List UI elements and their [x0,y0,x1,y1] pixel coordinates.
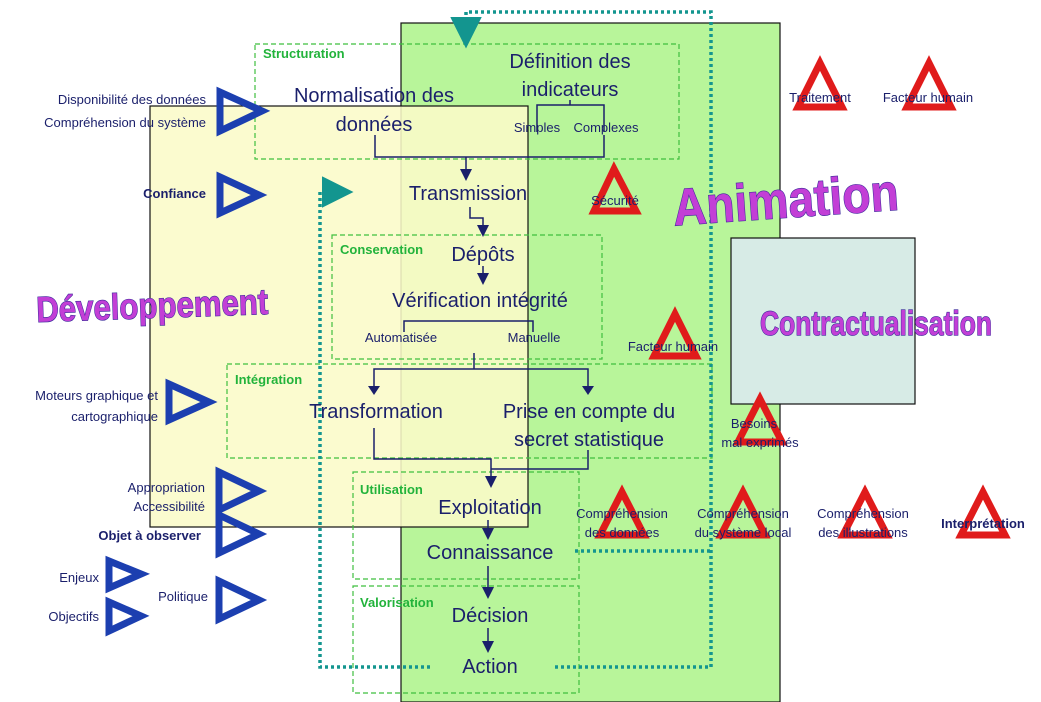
risk-triangle-icon [588,161,642,215]
arrow-transformation-exploitation [373,428,497,488]
feedback-loop-bottom [318,176,430,669]
label-moteurs-line2: cartographique [71,409,158,424]
zone-label-integration: Intégration [235,372,302,387]
label-disponibilite: Disponibilité des données [58,92,207,107]
zone-label-valorisation: Valorisation [360,595,434,610]
process-definition-line1: Définition des [509,51,630,73]
process-manuelle: Manuelle [508,330,561,345]
process-decision: Décision [452,605,529,627]
positive-triangle-icon [215,509,268,559]
process-verification: Vérification intégrité [392,290,568,312]
zone-conservation [331,234,603,360]
label-appropriation: Appropriation [128,480,205,495]
risk-label-securite: Sécurité [591,193,639,208]
risk-label-besoins-line1: Besoins [731,416,778,431]
risk-triangle-icon [648,306,702,360]
label-objet: Objet à observer [98,528,201,543]
positive-triangle-icon [216,86,271,137]
zone-label-structuration: Structuration [263,46,345,61]
risk-triangle-icon [732,391,788,446]
process-prise-line1: Prise en compte du [503,401,675,423]
label-moteurs-line1: Moteurs graphique et [35,388,158,403]
zone-label-utilisation: Utilisation [360,482,423,497]
risk-label-comp-systeme-line2: du système local [695,525,792,540]
big-label-developpement: Développement [36,281,269,330]
process-transformation: Transformation [309,401,443,423]
risk-triangle-icon [715,484,771,539]
process-connaissance: Connaissance [427,542,554,564]
arrow-head-transformation [368,386,380,395]
process-prise-line2: secret statistique [514,429,664,451]
risk-label-facteur-humain-mid: Facteur humain [628,339,718,354]
risk-triangle-icon [792,55,848,111]
process-exploitation: Exploitation [438,497,541,519]
process-simples: Simples [514,120,561,135]
process-complexes: Complexes [573,120,639,135]
risk-label-comp-illustrations-line2: des illustrations [818,525,908,540]
big-label-contractualisation: Contractualisation [760,305,992,343]
contractualisation-box [730,237,916,405]
risk-label-traitement: Traitement [789,90,851,105]
label-confiance: Confiance [143,186,206,201]
process-definition-line2: indicateurs [522,79,619,101]
process-automatisee: Automatisée [365,330,437,345]
risk-triangle-icon [837,484,893,539]
link-secret-exploitation [491,450,589,470]
positive-triangle-icon [216,171,268,219]
risk-label-besoins-line2: mal exprimés [721,435,799,450]
label-accessibilite: Accessibilité [133,499,205,514]
positive-triangle-icon [105,596,150,637]
zone-integration [226,363,713,459]
label-politique: Politique [158,589,208,604]
label-enjeux: Enjeux [59,570,99,585]
positive-triangle-icon [105,555,151,594]
zone-label-conservation: Conservation [340,242,423,257]
risk-label-comp-systeme-line1: Compréhension [697,506,789,521]
arrow-head-secret [582,386,594,395]
bracket-normalisation [374,135,605,158]
positive-triangle-icon [215,466,268,516]
bracket-verification [403,320,534,332]
risk-label-comp-donnees-line1: Compréhension [576,506,668,521]
zone-valorisation [352,585,580,694]
process-normalisation-line1: Normalisation des [294,85,454,107]
positive-triangle-icon [215,575,268,625]
risk-label-comp-illustrations-line1: Compréhension [817,506,909,521]
label-objectifs: Objectifs [48,609,99,624]
label-comprehension-systeme: Compréhension du système [44,115,206,130]
risk-label-comp-donnees-line2: des données [585,525,660,540]
risk-triangle-icon [901,55,957,111]
process-depots: Dépôts [451,244,514,266]
split-integration [373,368,589,392]
positive-triangle-icon [165,378,218,426]
process-normalisation-line2: données [336,114,413,136]
risk-triangle-icon [955,484,1011,539]
risk-label-interpretation: Interprétation [941,516,1025,531]
risk-triangle-icon [594,484,650,539]
process-action: Action [462,656,518,678]
zone-utilisation [352,471,580,580]
process-transmission: Transmission [409,183,527,205]
arrow-to-depots [469,207,489,237]
feedback-loop-top [450,10,713,669]
risk-label-facteur-humain-top: Facteur humain [883,90,973,105]
